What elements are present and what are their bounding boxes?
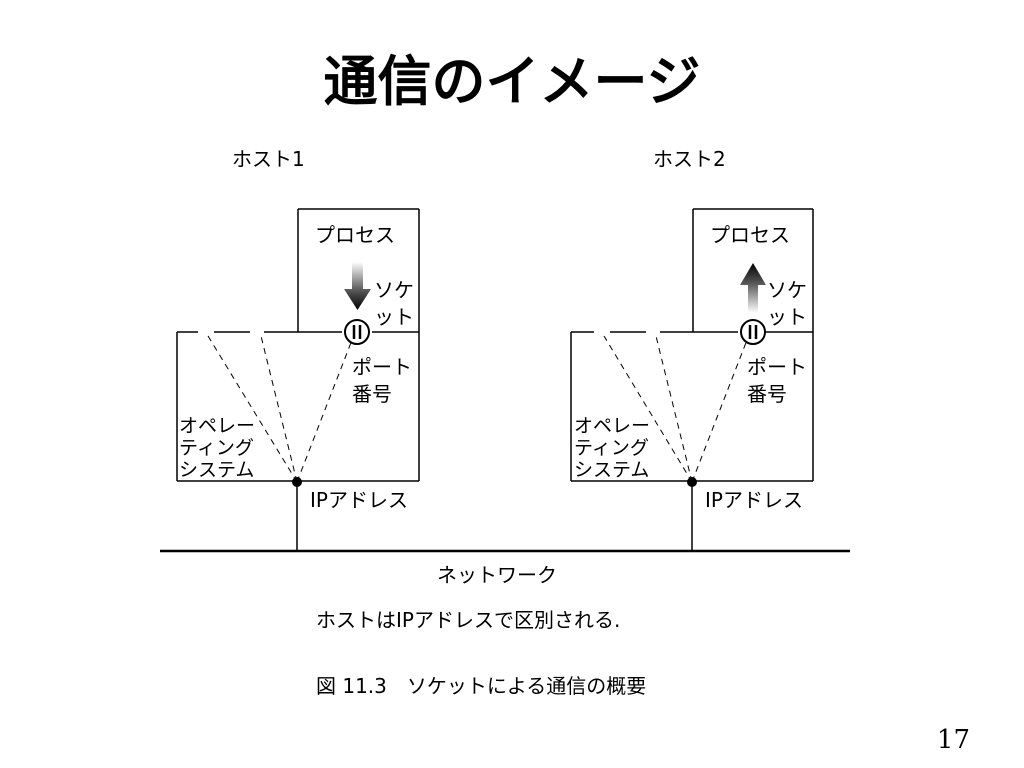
host-2-socket-label-2: ット (767, 305, 807, 329)
diagram-note: ホストはIPアドレスで区別される. (316, 608, 620, 632)
host-2-port-fan-lines (603, 335, 748, 483)
page-number: 17 (936, 725, 970, 755)
host-1-port-label-2: 番号 (352, 382, 392, 406)
host-1-socket-label-1: ソケ (374, 278, 414, 302)
host-1-os-label-2: ティング (179, 437, 254, 459)
host-1-process-label: プロセス (315, 223, 395, 247)
host-1-port-fan-lines (207, 335, 353, 483)
host-1: ホスト1 プロセス ソケ ット (176, 147, 420, 551)
host-2-label: ホスト2 (653, 147, 726, 171)
network-label: ネットワーク (437, 563, 557, 587)
host-2-port-label-1: ポート (747, 355, 807, 379)
host-1-label: ホスト1 (232, 147, 305, 171)
host-1-port-label-1: ポート (352, 355, 412, 379)
host-2-port-label-2: 番号 (747, 382, 787, 406)
host-1-os-label-1: オペレー (179, 415, 255, 437)
host-2: ホスト2 プロセス ソケ ット (570, 147, 814, 551)
host-1-ip-label: IPアドレス (310, 488, 408, 512)
host-1-process-box (297, 208, 420, 332)
host-1-socket-label-2: ット (374, 305, 414, 329)
host-1-os-label-3: システム (179, 459, 254, 481)
host-2-port-icon (740, 319, 766, 345)
host-2-socket-arrow (740, 263, 766, 313)
host-2-process-box (692, 208, 814, 332)
slide-title: 通信のイメージ (323, 50, 701, 113)
host-2-os-label-2: ティング (574, 437, 649, 459)
figure-caption: 図 11.3 ソケットによる通信の概要 (316, 674, 646, 698)
host-1-socket-arrow (344, 262, 371, 310)
host-2-ip-label: IPアドレス (705, 488, 803, 512)
host-2-os-label-3: システム (574, 459, 649, 481)
host-2-os-label-1: オペレー (574, 415, 650, 437)
host-2-socket-label-1: ソケ (767, 278, 807, 302)
host-1-port-icon (344, 319, 370, 345)
host-2-process-label: プロセス (710, 223, 790, 247)
host-1-os-box (176, 331, 420, 482)
